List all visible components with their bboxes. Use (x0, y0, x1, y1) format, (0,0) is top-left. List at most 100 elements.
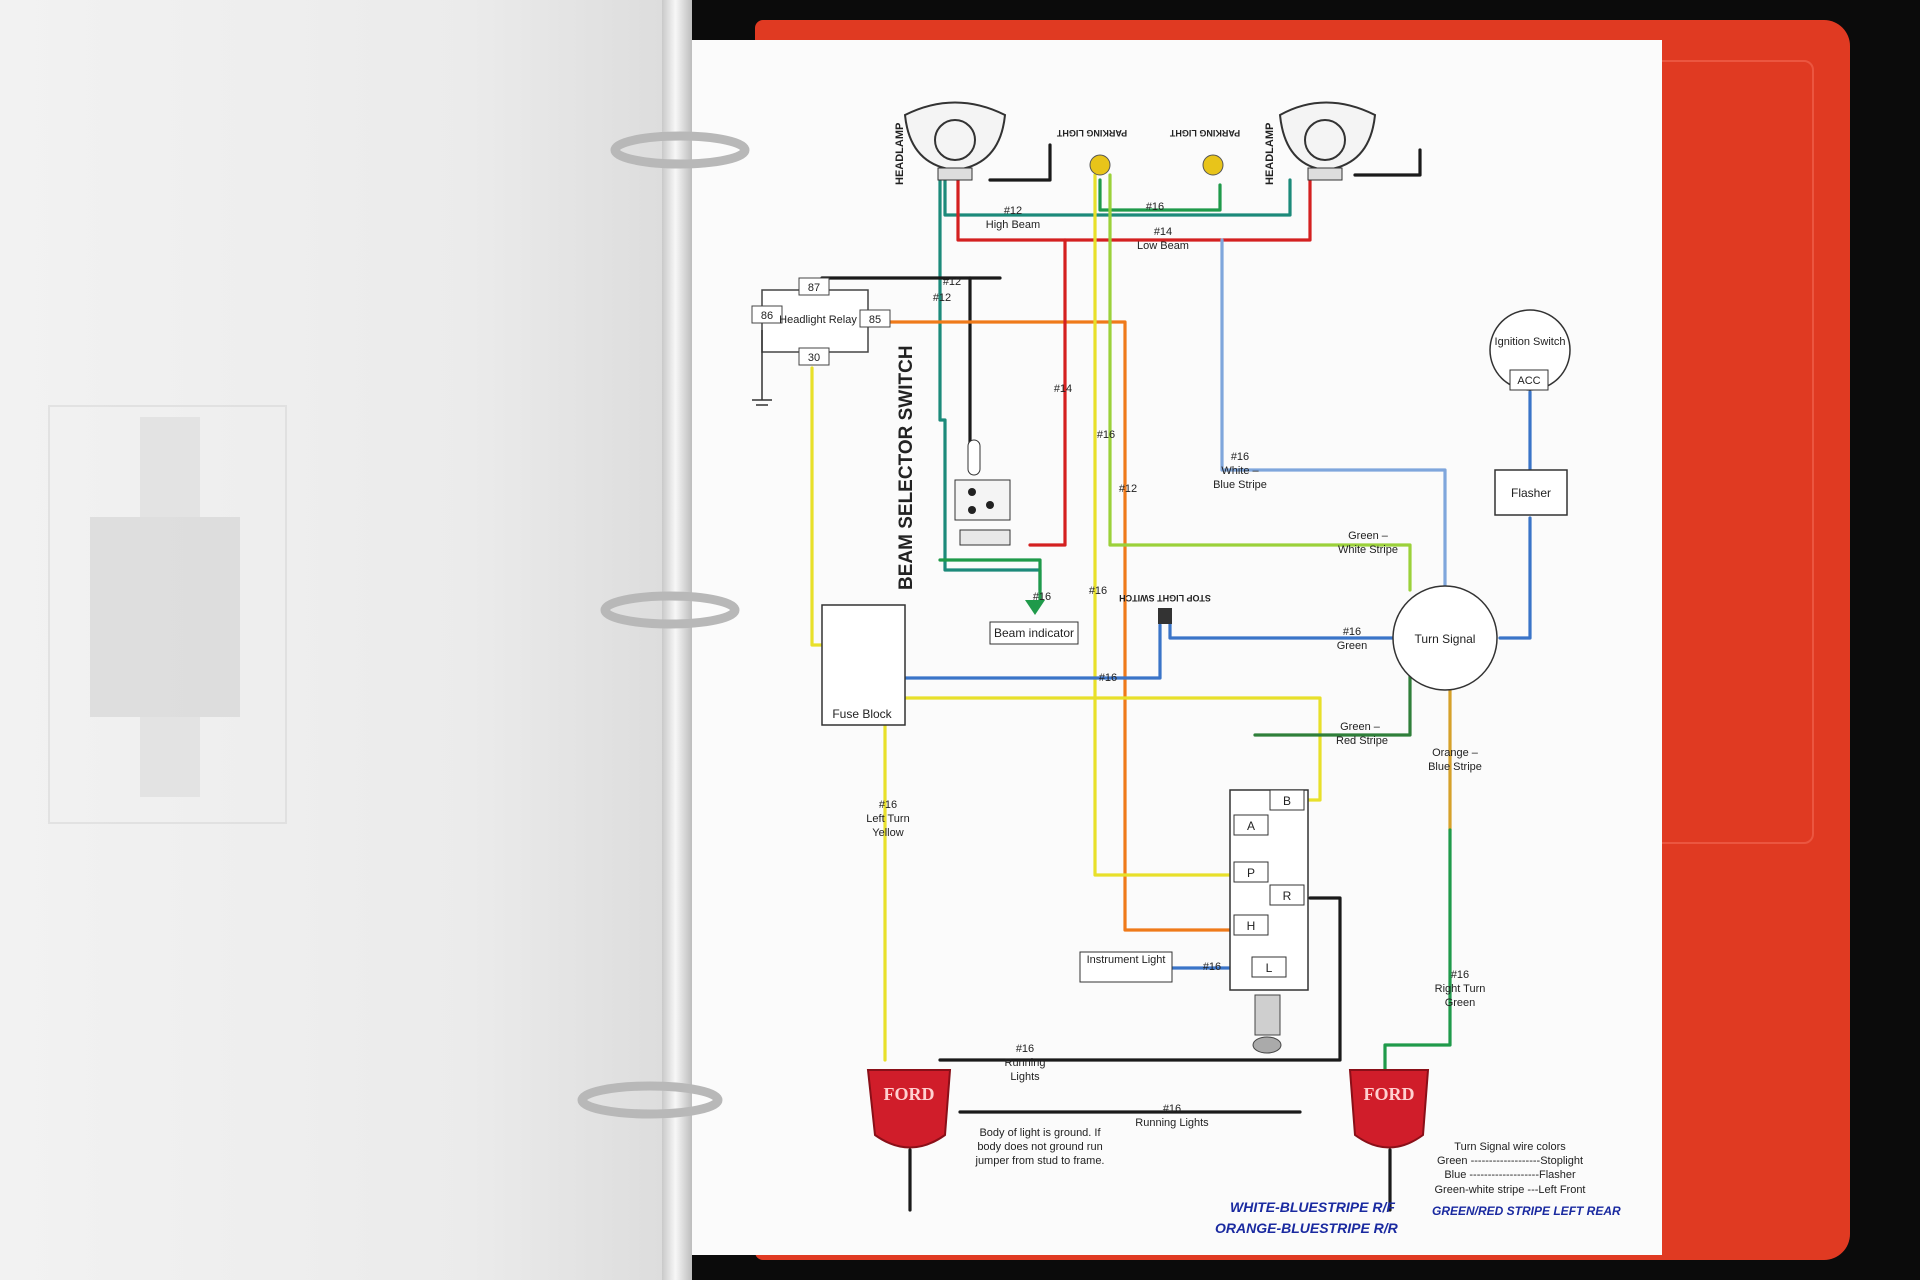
indicator-gauge: #16 (1033, 591, 1051, 603)
parking-light-left-label: PARKING LIGHT (1056, 128, 1127, 138)
headlamp-right: HEADLAMP (1264, 101, 1377, 185)
switch-p: P (1247, 866, 1255, 880)
instrument-light: Instrument Light (1079, 951, 1173, 983)
left-page (0, 0, 675, 1280)
legend-title: Turn Signal wire colors (1454, 1141, 1566, 1153)
stop-light-switch: STOP LIGHT SWITCH (1119, 593, 1211, 624)
stop-gauge: #16 (1343, 626, 1361, 638)
relay-87-gauge: #12 (943, 276, 961, 288)
hand-note-1: WHITE-BLUESTRIPE R/F (1230, 1199, 1395, 1215)
ground-note: Body of light is ground. If body does no… (975, 1127, 1105, 1167)
fuse-16: #16 (1099, 672, 1117, 684)
ring-middle (600, 591, 740, 629)
right-turn-color: Green (1445, 997, 1476, 1009)
fuse-block-label: Fuse Block (832, 707, 892, 721)
ring-bottom (577, 1081, 723, 1119)
legend-1: Green -------------------Stoplight (1437, 1155, 1583, 1167)
running-1b: Lights (1010, 1071, 1040, 1083)
stop-light-label: STOP LIGHT SWITCH (1119, 593, 1211, 603)
left-turn-color: Yellow (872, 827, 903, 839)
beam-indicator: Beam indicator (989, 600, 1079, 645)
right-turn-gauge: #16 (1451, 969, 1469, 981)
headlamp-left: HEADLAMP (894, 101, 1007, 185)
beam-indicator-label: Beam indicator (994, 626, 1074, 640)
left-turn-gauge: #16 (879, 799, 897, 811)
mid-14: #14 (1054, 383, 1072, 395)
flasher-label: Flasher (1511, 486, 1551, 500)
turn-signal-legend: Turn Signal wire colors Green ----------… (1435, 1141, 1586, 1196)
running-gauge-1: #16 (1016, 1043, 1034, 1055)
tail-light-right: FORD (1348, 1069, 1430, 1149)
parking-light-right-label: PARKING LIGHT (1169, 128, 1240, 138)
ground-note-1: Body of light is ground. If (979, 1127, 1101, 1139)
headlight-relay: 87 86 85 30 Headlight Relay (751, 277, 891, 406)
parking-light-right: PARKING LIGHT (1169, 128, 1240, 176)
instrument-gauge: #16 (1203, 961, 1221, 973)
binder-rings (577, 131, 750, 1119)
right-turn-label: Right Turn (1435, 983, 1486, 995)
handwritten-notes: WHITE-BLUESTRIPE R/F ORANGE-BLUESTRIPE R… (1215, 1199, 1621, 1236)
beam-selector-label: BEAM SELECTOR SWITCH (896, 345, 917, 590)
white-blue-gauge: #16 (1231, 451, 1249, 463)
orange-blue-label: Orange – (1432, 747, 1479, 759)
ignition-switch: Ignition Switch ACC (1489, 309, 1571, 391)
high-beam-gauge: #12 (1004, 205, 1022, 217)
ignition-label: Ignition Switch (1495, 336, 1566, 348)
running-2: Running Lights (1135, 1117, 1209, 1129)
stop-green-label: Green (1337, 640, 1368, 652)
ground-note-3: jumper from stud to frame. (975, 1155, 1105, 1167)
binder-spine (662, 0, 692, 1280)
white-blue-label-2: Blue Stripe (1213, 479, 1267, 491)
green-red-label-2: Red Stripe (1336, 735, 1388, 747)
switch-l: L (1266, 961, 1273, 975)
green-white-label: Green – (1348, 530, 1389, 542)
flasher: Flasher (1494, 469, 1568, 516)
ground-note-2: body does not ground run (977, 1141, 1102, 1153)
relay-pin-30: 30 (808, 352, 820, 364)
switch-h: H (1247, 919, 1256, 933)
headlight-switch: B A P R H L (1229, 789, 1309, 1054)
tail-badge-left: FORD (884, 1084, 935, 1104)
mid-12: #12 (1119, 483, 1137, 495)
wires (810, 143, 1532, 1212)
wire-labels: #12 High Beam #16 #14 Low Beam #12 #12 #… (866, 201, 1485, 1129)
high-beam-label: High Beam (986, 219, 1040, 231)
mid-16: #16 (1097, 429, 1115, 441)
running-gauge-2: #16 (1163, 1103, 1181, 1115)
relay-label: Headlight Relay (779, 314, 857, 326)
orange-blue-label-2: Blue Stripe (1428, 761, 1482, 773)
switch-b: B (1283, 794, 1291, 808)
switch-r: R (1283, 889, 1292, 903)
relay-pin-85: 85 (869, 314, 881, 326)
tail-badge-right: FORD (1364, 1084, 1415, 1104)
relay-pin-87: 87 (808, 282, 820, 294)
acc-label: ACC (1517, 375, 1540, 387)
legend-3: Green-white stripe ---Left Front (1435, 1184, 1586, 1196)
tail-light-left: FORD (866, 1069, 952, 1149)
low-beam-gauge: #14 (1154, 226, 1172, 238)
headlamp-right-label: HEADLAMP (1264, 123, 1276, 185)
relay-pin-86: 86 (761, 310, 773, 322)
white-blue-label: White – (1221, 465, 1259, 477)
low-beam-label: Low Beam (1137, 240, 1189, 252)
legend-2: Blue -------------------Flasher (1444, 1169, 1576, 1181)
headlamp-left-label: HEADLAMP (894, 123, 906, 185)
instrument-light-label: Instrument Light (1087, 954, 1166, 966)
turn-signal-label: Turn Signal (1415, 632, 1476, 646)
turn-signal: Turn Signal (1392, 585, 1498, 691)
vertical-16: #16 (1089, 585, 1107, 597)
hand-note-2: ORANGE-BLUESTRIPE R/R (1215, 1220, 1399, 1236)
beam-selector-switch: BEAM SELECTOR SWITCH (896, 345, 1011, 590)
fuse-block: Fuse Block (821, 604, 906, 726)
green-white-label-2: White Stripe (1338, 544, 1398, 556)
show-through-image (48, 405, 287, 824)
relay-86-gauge: #12 (933, 292, 951, 304)
parking-gauge: #16 (1146, 201, 1164, 213)
running-1a: Running (1005, 1057, 1046, 1069)
switch-a: A (1247, 819, 1255, 833)
green-red-label: Green – (1340, 721, 1381, 733)
left-turn-label: Left Turn (866, 813, 909, 825)
parking-light-left: PARKING LIGHT (1056, 128, 1127, 176)
ring-top (610, 131, 750, 169)
